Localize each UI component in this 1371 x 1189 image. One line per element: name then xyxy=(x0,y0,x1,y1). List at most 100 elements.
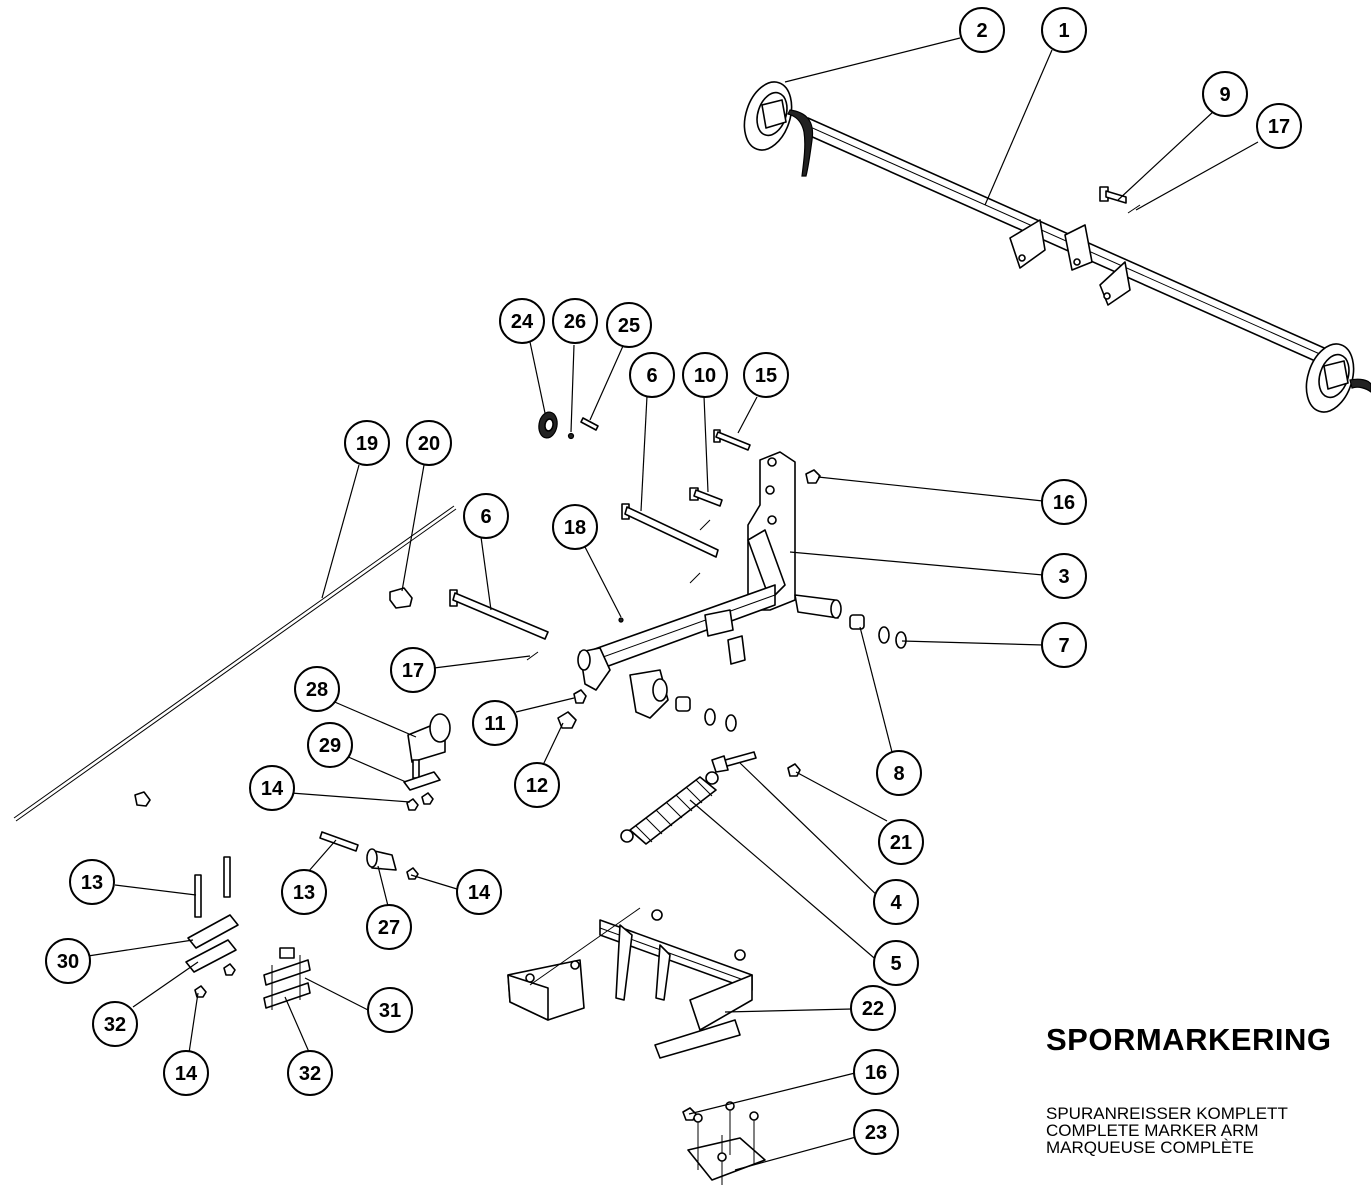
svg-text:9: 9 xyxy=(1219,84,1230,106)
block-part-20 xyxy=(389,587,413,609)
spring-part-5 xyxy=(620,771,719,845)
ball-part-26 xyxy=(567,432,575,440)
rod-end-block xyxy=(134,791,151,807)
callout-13-left: 13 xyxy=(69,859,115,905)
callout-6-lower: 6 xyxy=(463,493,509,539)
svg-text:2: 2 xyxy=(976,20,987,42)
callout-32-left: 32 xyxy=(92,1001,138,1047)
callout-22: 22 xyxy=(850,985,896,1031)
pin-part-6-upper xyxy=(621,503,719,558)
plate-part-29 xyxy=(403,771,441,791)
bolt-part-13-mid xyxy=(319,831,359,852)
washer-part-7-a xyxy=(878,626,890,644)
callout-2: 2 xyxy=(959,7,1005,53)
callout-12: 12 xyxy=(514,762,560,808)
split-pin-part-17-lower xyxy=(526,651,539,661)
svg-text:20: 20 xyxy=(418,433,440,455)
svg-text:11: 11 xyxy=(484,713,505,735)
pin-part-6-lower xyxy=(449,589,549,640)
svg-text:6: 6 xyxy=(480,506,491,528)
svg-text:13: 13 xyxy=(81,872,103,894)
callout-16-upper: 16 xyxy=(1041,479,1087,525)
callout-19: 19 xyxy=(344,420,390,466)
callout-14-c: 14 xyxy=(163,1050,209,1096)
washer-part-7-b xyxy=(895,631,907,649)
nut-part-16-upper xyxy=(805,469,821,484)
pin-part-10 xyxy=(689,487,723,507)
callout-11: 11 xyxy=(472,700,518,746)
svg-text:22: 22 xyxy=(862,998,884,1020)
svg-text:17: 17 xyxy=(402,660,424,682)
callout-4: 4 xyxy=(873,879,919,925)
nut-part-21 xyxy=(787,763,801,777)
nut-left-a xyxy=(223,963,236,976)
callout-31: 31 xyxy=(367,987,413,1033)
ball-part-18 xyxy=(618,617,624,623)
callout-16-lower: 16 xyxy=(853,1049,899,1095)
callout-10: 10 xyxy=(682,352,728,398)
svg-text:14: 14 xyxy=(261,778,284,800)
nut-part-14-a xyxy=(406,798,419,811)
callout-9: 9 xyxy=(1202,71,1248,117)
callout-15: 15 xyxy=(743,352,789,398)
svg-text:3: 3 xyxy=(1058,566,1069,588)
svg-text:5: 5 xyxy=(890,953,901,975)
callout-25: 25 xyxy=(606,302,652,348)
washer-left-a xyxy=(704,708,716,726)
callout-6-upper: 6 xyxy=(629,352,675,398)
callout-7: 7 xyxy=(1041,622,1087,668)
callout-20: 20 xyxy=(406,420,452,466)
subtitle-french: MARQUEUSE COMPLÈTE xyxy=(1046,1138,1254,1157)
beam-part-1 xyxy=(743,81,1371,413)
svg-text:14: 14 xyxy=(468,882,491,904)
svg-text:19: 19 xyxy=(356,433,378,455)
callout-5: 5 xyxy=(873,940,919,986)
small-pin-b xyxy=(689,572,701,584)
nut-part-14-d xyxy=(194,985,207,998)
svg-text:27: 27 xyxy=(378,917,400,939)
callout-1: 1 xyxy=(1041,7,1087,53)
callout-21: 21 xyxy=(878,819,924,865)
callout-17-upper: 17 xyxy=(1256,103,1302,149)
svg-text:28: 28 xyxy=(306,679,328,701)
pin-part-15 xyxy=(713,429,751,451)
callout-labels: 1 2 3 4 5 6 6 7 8 9 10 11 12 13 13 14 14… xyxy=(45,7,1302,1155)
svg-text:16: 16 xyxy=(865,1062,887,1084)
nut-part-14-b xyxy=(421,792,434,805)
clamp-part-28 xyxy=(407,713,451,779)
svg-text:12: 12 xyxy=(526,775,548,797)
svg-text:25: 25 xyxy=(618,315,640,337)
wheel-part-24 xyxy=(538,411,558,439)
svg-text:15: 15 xyxy=(755,365,777,387)
bolt-part-13-left-b xyxy=(223,856,231,898)
callout-14-a: 14 xyxy=(249,765,295,811)
callout-28: 28 xyxy=(294,666,340,712)
plate-part-30 xyxy=(187,914,239,949)
svg-text:10: 10 xyxy=(694,365,716,387)
svg-text:7: 7 xyxy=(1058,635,1069,657)
small-pin-a xyxy=(699,519,711,531)
svg-text:29: 29 xyxy=(319,735,341,757)
svg-text:24: 24 xyxy=(511,311,534,333)
split-pin-part-17-upper xyxy=(1127,204,1141,214)
callout-30: 30 xyxy=(45,938,91,984)
bolt-part-13-left-a xyxy=(194,874,202,918)
svg-text:23: 23 xyxy=(865,1122,887,1144)
svg-text:6: 6 xyxy=(646,365,657,387)
callout-23: 23 xyxy=(853,1109,899,1155)
part-drawings xyxy=(13,81,1371,1185)
diagram-title: SPORMARKERING xyxy=(1046,1022,1332,1057)
clamp-part-31 xyxy=(263,947,311,1010)
bracket-part-22 xyxy=(507,907,753,1059)
svg-text:30: 30 xyxy=(57,951,79,973)
svg-text:18: 18 xyxy=(564,517,586,539)
callout-3: 3 xyxy=(1041,553,1087,599)
svg-text:21: 21 xyxy=(890,832,912,854)
callout-29: 29 xyxy=(307,722,353,768)
callout-13-mid: 13 xyxy=(281,869,327,915)
part-12 xyxy=(557,711,577,729)
subtitle-english: COMPLETE MARKER ARM xyxy=(1046,1121,1259,1140)
callout-8: 8 xyxy=(876,750,922,796)
callout-24: 24 xyxy=(499,298,545,344)
